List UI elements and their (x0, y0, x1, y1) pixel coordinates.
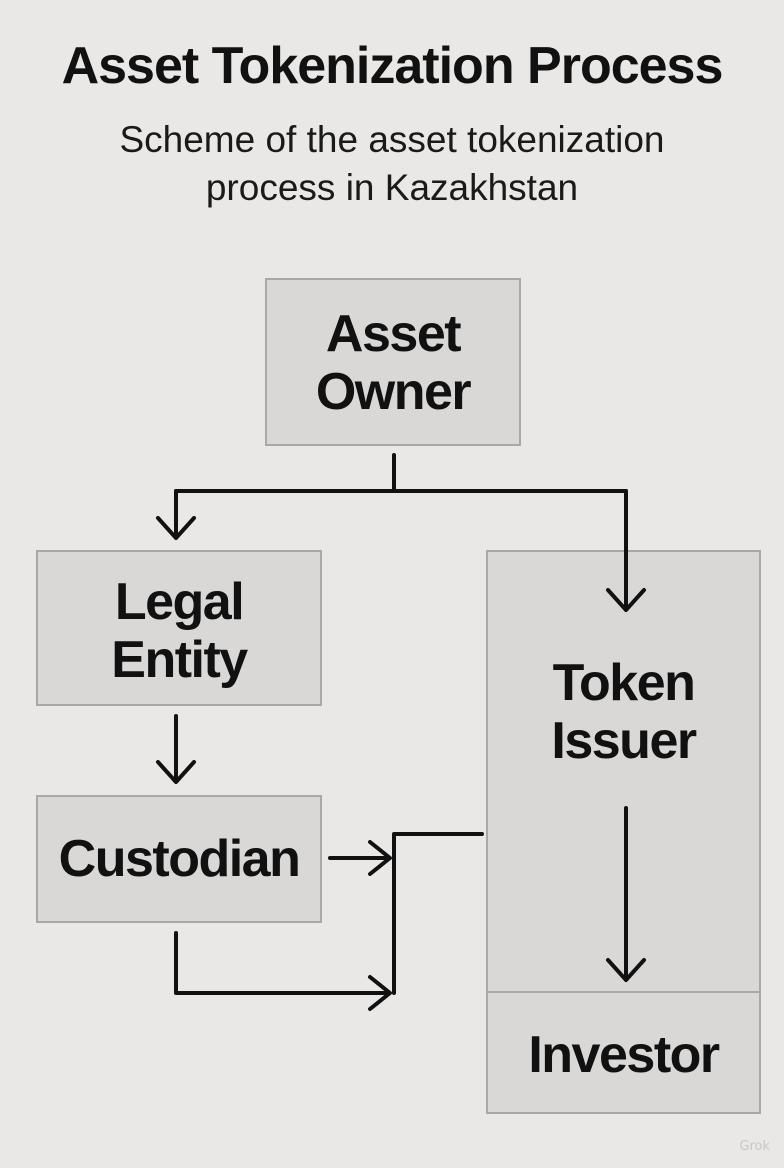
arrowhead-custodian-bottom (368, 975, 392, 1011)
token-issuer-box (486, 550, 761, 992)
custodian-box (36, 795, 322, 923)
asset-owner-box (265, 278, 521, 446)
diagram-subtitle: Scheme of the asset tokenization process… (119, 119, 665, 208)
edge-custodian-bottom (174, 931, 390, 995)
asset-owner-label: Asset Owner (315, 305, 472, 421)
arrowhead-custodian-right (368, 840, 392, 876)
custodian-label: Custodian (58, 830, 301, 888)
token-issuer-label: Token Issuer (551, 654, 697, 770)
arrowhead-legal (156, 516, 196, 540)
arrowhead-custodian (156, 760, 196, 784)
edge-owner-branch (174, 453, 628, 493)
arrowhead-investor (606, 958, 646, 982)
investor-label: Investor (528, 1026, 720, 1084)
arrowhead-issuer (606, 588, 646, 612)
edge-merge-to-issuer (392, 832, 484, 995)
grok-watermark: Grok (739, 1139, 770, 1154)
diagram-title: Asset Tokenization Process (61, 37, 724, 95)
investor-box (486, 991, 761, 1114)
legal-entity-box (36, 550, 322, 706)
legal-entity-label: Legal Entity (111, 573, 248, 689)
